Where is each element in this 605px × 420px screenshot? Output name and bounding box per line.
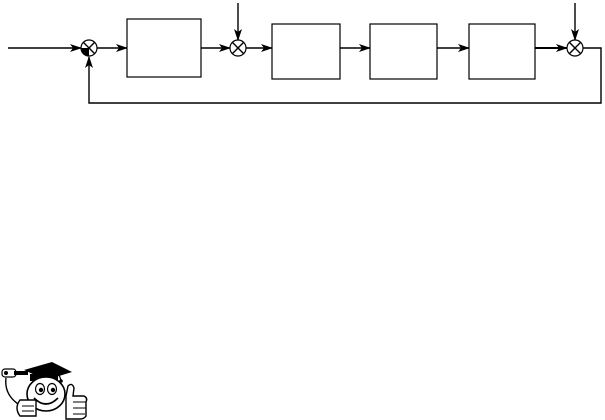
feedback-path — [85, 47, 602, 104]
graduate-cartoon-thumbs-up-icon — [1, 362, 88, 420]
block-3 — [369, 23, 438, 80]
summing-junction-3 — [566, 39, 584, 57]
block-2 — [271, 23, 341, 80]
block-1 — [126, 18, 202, 78]
summing-junction-1 — [80, 39, 98, 57]
block-4 — [468, 23, 536, 80]
summing-junction-2 — [229, 39, 247, 57]
